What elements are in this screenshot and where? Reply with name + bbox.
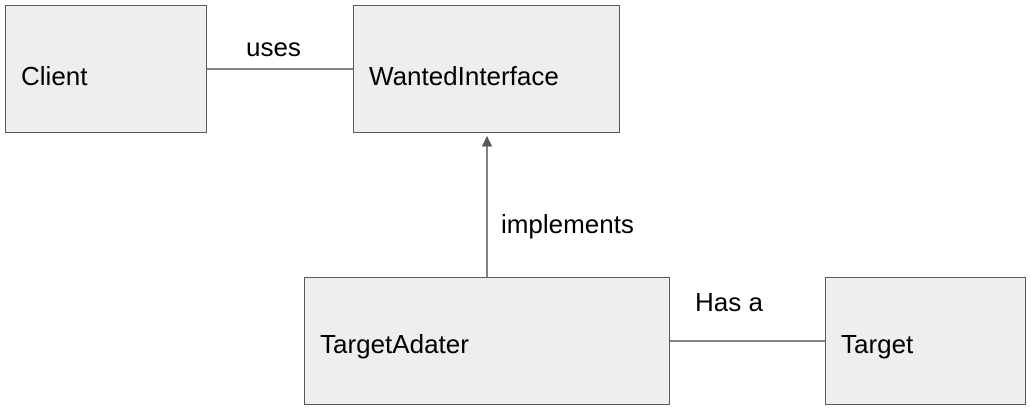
target-adapter-box: TargetAdater (304, 277, 670, 405)
wanted-interface-label: WantedInterface (369, 61, 559, 91)
target-box: Target (825, 277, 1026, 405)
target-label: Target (841, 329, 914, 359)
implements-label: implements (501, 209, 634, 239)
target-adapter-label: TargetAdater (320, 329, 469, 359)
wanted-interface-box: WantedInterface (353, 5, 620, 133)
has-a-label: Has a (695, 287, 763, 317)
uses-label: uses (246, 32, 301, 62)
client-label: Client (21, 61, 88, 91)
client-box: Client (5, 5, 207, 133)
